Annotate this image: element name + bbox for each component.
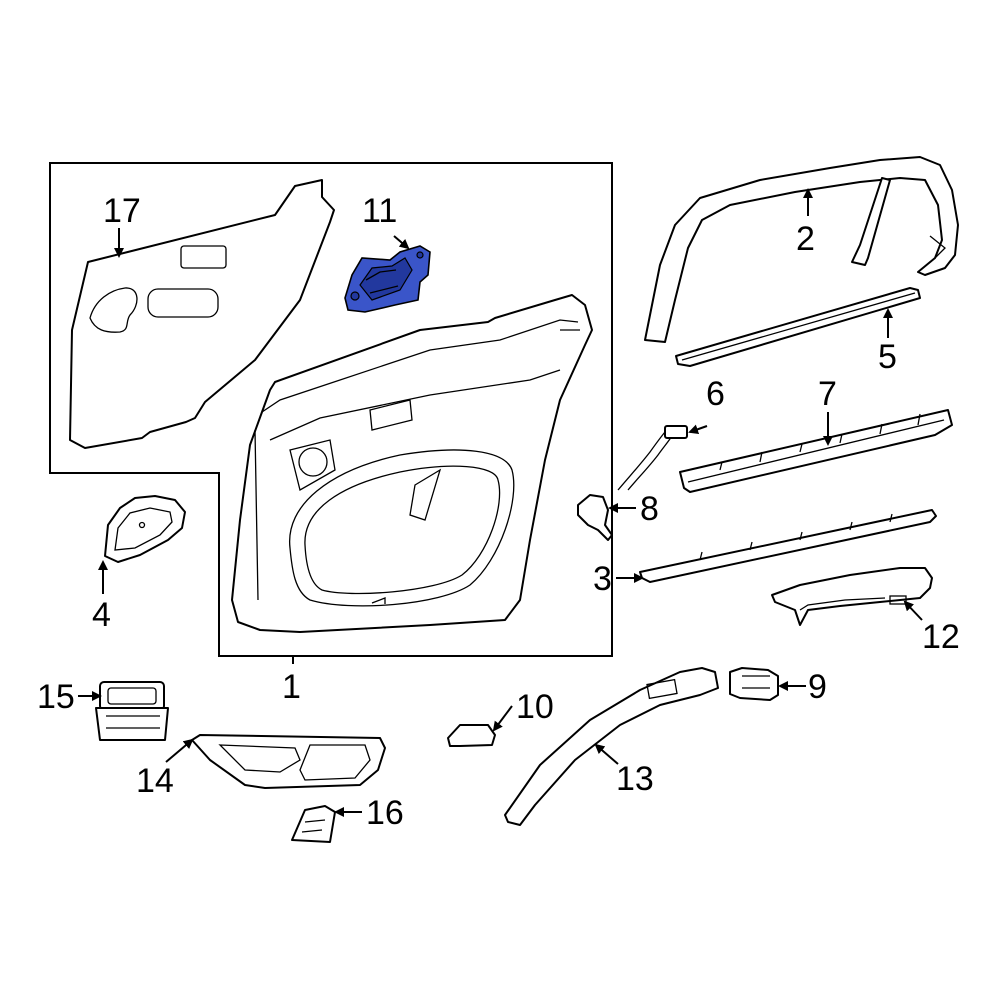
arrow-6 [688,424,708,435]
part-9-bracket[interactable] [729,667,779,701]
callout-7: 7 [818,375,837,413]
assembly-outline [49,162,613,657]
part-10-clip[interactable] [447,724,496,747]
part-8-actuator[interactable] [577,494,613,541]
part-17-water-shield[interactable] [69,179,335,449]
part-6-cable[interactable] [617,425,688,491]
part-7-upper-trim[interactable] [679,409,953,493]
part-15-switch[interactable] [95,681,169,741]
callout-13: 13 [616,760,654,798]
part-12-armrest[interactable] [771,567,933,626]
callout-2: 2 [796,220,815,258]
part-16-bracket[interactable] [291,805,336,843]
callout-labels: 17 11 2 5 6 7 8 4 3 12 1 9 15 10 13 14 1… [37,192,960,832]
arrow-14 [165,738,194,763]
callout-10: 10 [516,688,554,726]
callout-17: 17 [103,192,141,230]
arrow-13 [594,743,619,765]
part-5-belt-molding[interactable] [675,287,921,367]
callout-16: 16 [366,794,404,832]
part-14-bezel[interactable] [191,734,386,789]
callout-4: 4 [92,596,111,634]
part-11-inside-handle[interactable] [344,245,431,313]
callout-9: 9 [808,668,827,706]
arrow-10 [492,705,513,732]
part-1-door-trim-panel[interactable] [231,294,593,633]
part-13-pillar-trim[interactable] [504,667,719,826]
callout-14: 14 [136,762,174,800]
leader-arrows [78,188,923,817]
callout-12: 12 [922,618,960,656]
callout-3: 3 [593,560,612,598]
arrow-11 [393,235,410,250]
callout-8: 8 [640,490,659,528]
callout-11: 11 [362,192,397,230]
callout-6: 6 [706,375,725,413]
part-4-speaker-grille[interactable] [104,495,186,563]
callout-1: 1 [282,668,301,706]
arrow-12 [903,600,923,621]
callout-5: 5 [878,338,897,376]
callout-15: 15 [37,678,75,716]
part-2-frame-trim[interactable] [644,156,959,343]
